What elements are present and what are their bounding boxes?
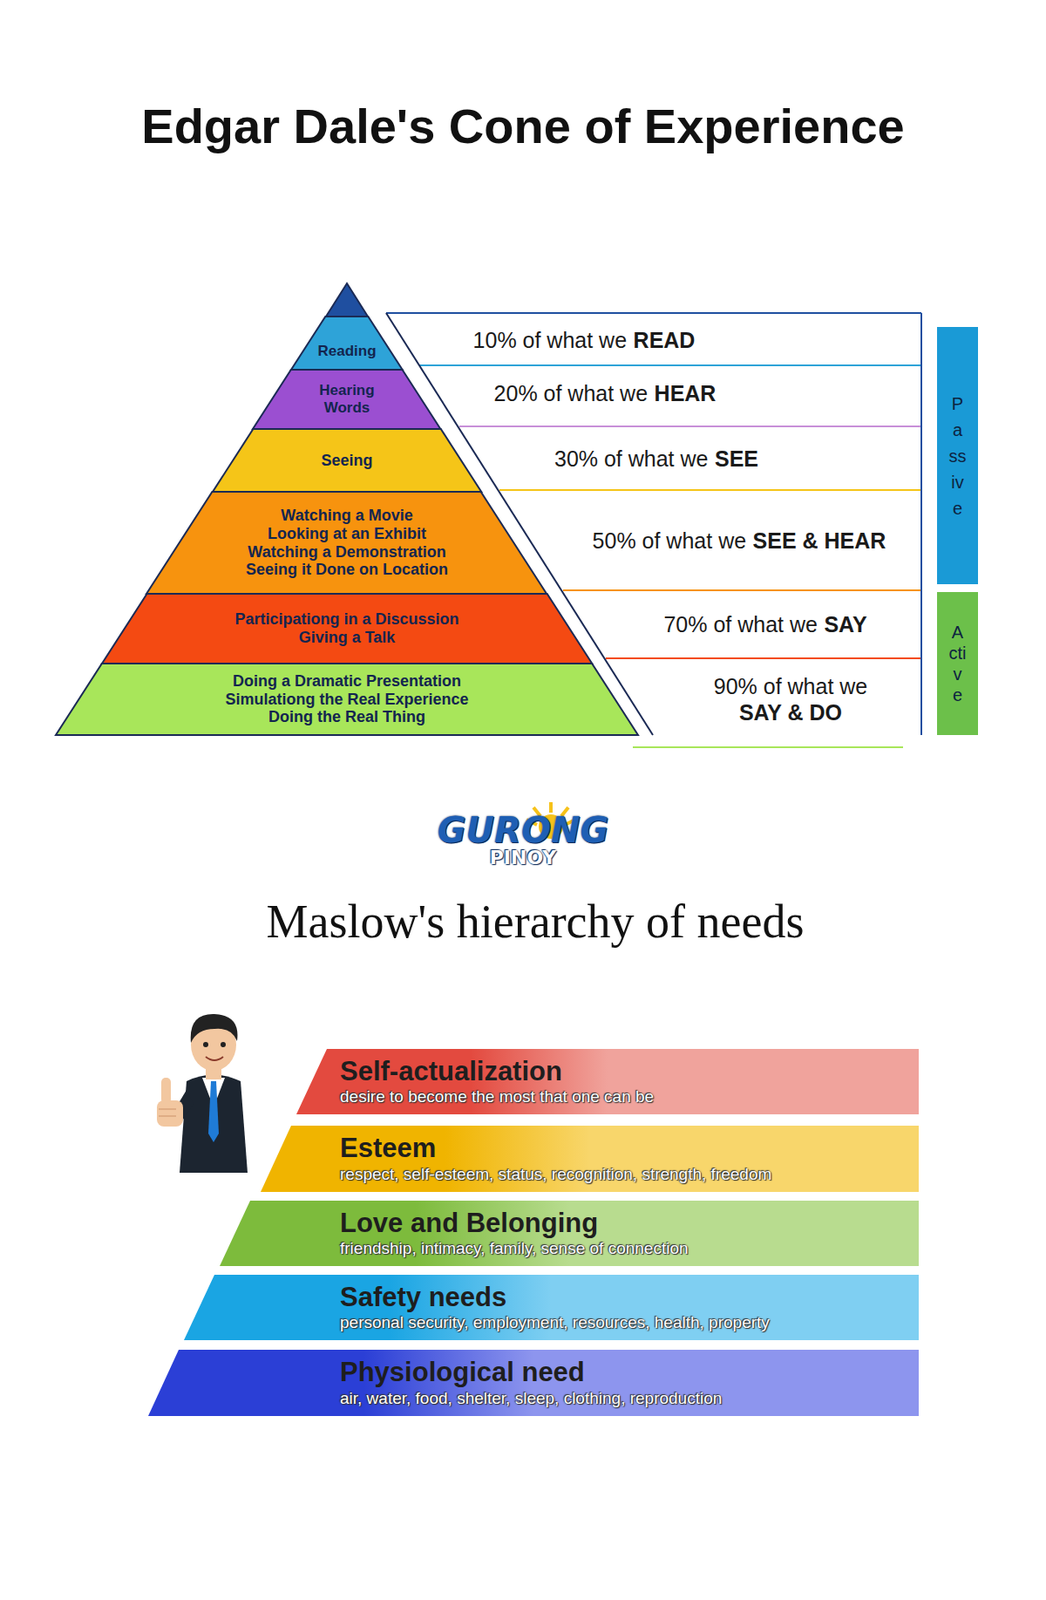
vertical-label: Active bbox=[949, 621, 967, 706]
band-text-box: Participationg in a DiscussionGiving a T… bbox=[101, 593, 592, 664]
need-examples: desire to become the most that one can b… bbox=[339, 1086, 911, 1108]
band-text: Looking at an Exhibit bbox=[267, 524, 427, 544]
need-examples: personal security, employment, resources… bbox=[339, 1311, 911, 1333]
band-text: Hearing Words bbox=[309, 381, 385, 416]
percent-row: 20% of what weHEAR bbox=[494, 380, 717, 407]
band-text-box: Reading bbox=[291, 316, 403, 370]
logo-text: PINOY bbox=[0, 847, 1046, 869]
percent-row: 50% of what weSEE & HEAR bbox=[592, 527, 887, 554]
cone-band: Seeing bbox=[212, 428, 482, 492]
band-text: Participationg in a Discussion bbox=[234, 610, 459, 629]
band-text-box: Seeing bbox=[212, 428, 482, 492]
band-text: Watching a Movie bbox=[280, 506, 413, 525]
need-band: Safety needspersonal security, employmen… bbox=[183, 1274, 919, 1340]
vertical-label: Passive bbox=[949, 390, 967, 522]
need-heading: Love and Belonging bbox=[339, 1207, 911, 1239]
sense-word: SEE & HEAR bbox=[753, 527, 887, 554]
cartoon-man bbox=[156, 1013, 248, 1173]
section-heading: Maslow's hierarchy of needs bbox=[0, 896, 1046, 948]
band-text-box: Hearing Words bbox=[252, 369, 441, 429]
band-text: Reading bbox=[317, 342, 376, 360]
percent-row: 30% of what weSEE bbox=[554, 445, 759, 472]
cone-tip bbox=[326, 283, 368, 317]
band-fill bbox=[101, 593, 592, 664]
need-examples: air, water, food, shelter, sleep, clothi… bbox=[339, 1387, 911, 1409]
sense-word: READ bbox=[633, 326, 696, 354]
mode-bar: Passive bbox=[937, 326, 979, 585]
percent-row: 10% of what weREAD bbox=[473, 326, 696, 354]
band-text: Seeing it Done on Location bbox=[245, 560, 449, 579]
need-band: Self-actualizationdesire to become the m… bbox=[296, 1048, 919, 1114]
percent-text: 90% of what we bbox=[713, 672, 869, 700]
percent-text: 50% of what we bbox=[592, 527, 748, 554]
percent-text: 10% of what we bbox=[473, 326, 628, 354]
need-band: Physiological needair, water, food, shel… bbox=[148, 1349, 919, 1416]
band-text-box: Watching a MovieLooking at an ExhibitWat… bbox=[146, 491, 547, 594]
band-text: Doing the Real Thing bbox=[268, 707, 426, 727]
title: Edgar Dale's Cone of Experience bbox=[0, 97, 1046, 155]
need-examples: friendship, intimacy, family, sense of c… bbox=[339, 1237, 911, 1259]
cone-band: Reading bbox=[291, 316, 403, 370]
need-heading: Physiological need bbox=[339, 1356, 911, 1388]
band-fill bbox=[55, 663, 639, 735]
band-text: Watching a Demonstration bbox=[247, 543, 446, 562]
need-heading: Esteem bbox=[339, 1132, 911, 1164]
percent-text: 70% of what we bbox=[663, 611, 818, 638]
cone-band: Watching a MovieLooking at an ExhibitWat… bbox=[146, 491, 547, 594]
band-fill bbox=[219, 1200, 919, 1266]
need-band: Love and Belongingfriendship, intimacy, … bbox=[219, 1200, 919, 1266]
band-fill bbox=[183, 1274, 919, 1340]
mode-bar: Active bbox=[937, 591, 979, 735]
sense-word: HEAR bbox=[654, 380, 717, 407]
need-band: Esteemrespect, self-esteem, status, reco… bbox=[260, 1125, 919, 1192]
band-fill bbox=[260, 1125, 919, 1192]
band-text: Giving a Talk bbox=[298, 628, 396, 647]
band-text: Seeing bbox=[320, 451, 373, 470]
band-text-box: Doing a Dramatic PresentationSimulationg… bbox=[55, 663, 639, 735]
percent-row: 90% of what weSAY & DO bbox=[713, 672, 869, 726]
percent-text: 20% of what we bbox=[494, 380, 649, 407]
sense-word: SAY bbox=[823, 611, 867, 638]
band-fill bbox=[252, 369, 441, 429]
band-text: Simulationg the Real Experience bbox=[224, 690, 469, 709]
cone-band: Hearing Words bbox=[252, 369, 441, 429]
percent-row: 70% of what weSAY bbox=[663, 611, 867, 638]
cone-band: Participationg in a DiscussionGiving a T… bbox=[101, 593, 592, 664]
need-heading: Safety needs bbox=[339, 1281, 911, 1313]
band-fill bbox=[146, 491, 547, 594]
band-fill bbox=[296, 1048, 919, 1114]
band-fill bbox=[291, 316, 403, 370]
sense-word: SAY & DO bbox=[713, 699, 869, 726]
band-text: Doing a Dramatic Presentation bbox=[232, 672, 462, 691]
logo-text: GURONG bbox=[0, 810, 1046, 850]
sense-word: SEE bbox=[714, 445, 759, 472]
need-examples: respect, self-esteem, status, recognitio… bbox=[339, 1163, 911, 1185]
band-fill bbox=[212, 428, 482, 492]
need-heading: Self-actualization bbox=[339, 1055, 911, 1087]
percent-text: 30% of what we bbox=[554, 445, 709, 472]
band-fill bbox=[148, 1349, 919, 1416]
cone-band: Doing a Dramatic PresentationSimulationg… bbox=[55, 663, 639, 735]
